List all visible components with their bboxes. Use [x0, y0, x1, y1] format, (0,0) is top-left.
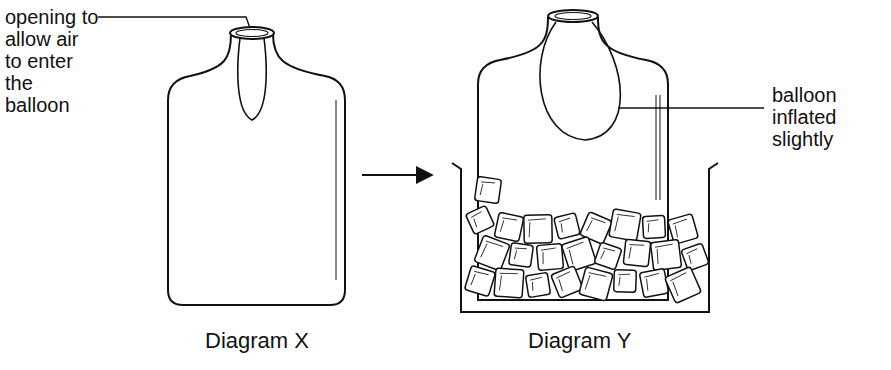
ice-cube	[609, 209, 641, 241]
ice-cube	[494, 212, 524, 242]
ice-cube	[509, 243, 534, 268]
ice-cube	[614, 270, 637, 293]
callout-label: balloon inflated slightly	[772, 84, 872, 150]
ice-cube	[524, 215, 552, 243]
ice-cube	[465, 205, 494, 234]
callout-label: opening to allow air to enter the balloo…	[5, 6, 100, 116]
ice-cube	[494, 268, 524, 298]
bottle-y	[478, 10, 668, 300]
ice-cube	[551, 266, 584, 299]
figure-caption: Diagram X	[205, 330, 365, 352]
ice-cube	[536, 243, 563, 270]
ice-cube	[561, 236, 596, 271]
ice-cube	[665, 267, 702, 304]
ice-cube	[681, 243, 709, 271]
ice-cubes	[464, 176, 709, 303]
leader-line	[618, 107, 764, 108]
ice-cube	[464, 265, 495, 296]
transition-arrow	[362, 174, 432, 176]
leader-line	[98, 17, 250, 28]
ice-cube	[579, 267, 613, 301]
figure-caption: Diagram Y	[528, 330, 688, 352]
ice-cube	[474, 235, 510, 271]
ice-container	[452, 163, 718, 312]
bottle-x	[168, 27, 345, 305]
ice-cube	[623, 239, 650, 266]
ice-cube	[525, 272, 550, 297]
ice-cube	[642, 215, 665, 238]
ice-cube	[474, 176, 501, 203]
ice-cube	[594, 242, 622, 270]
ice-cube	[639, 268, 668, 297]
ice-cube	[650, 239, 681, 270]
ice-cube	[554, 213, 581, 240]
